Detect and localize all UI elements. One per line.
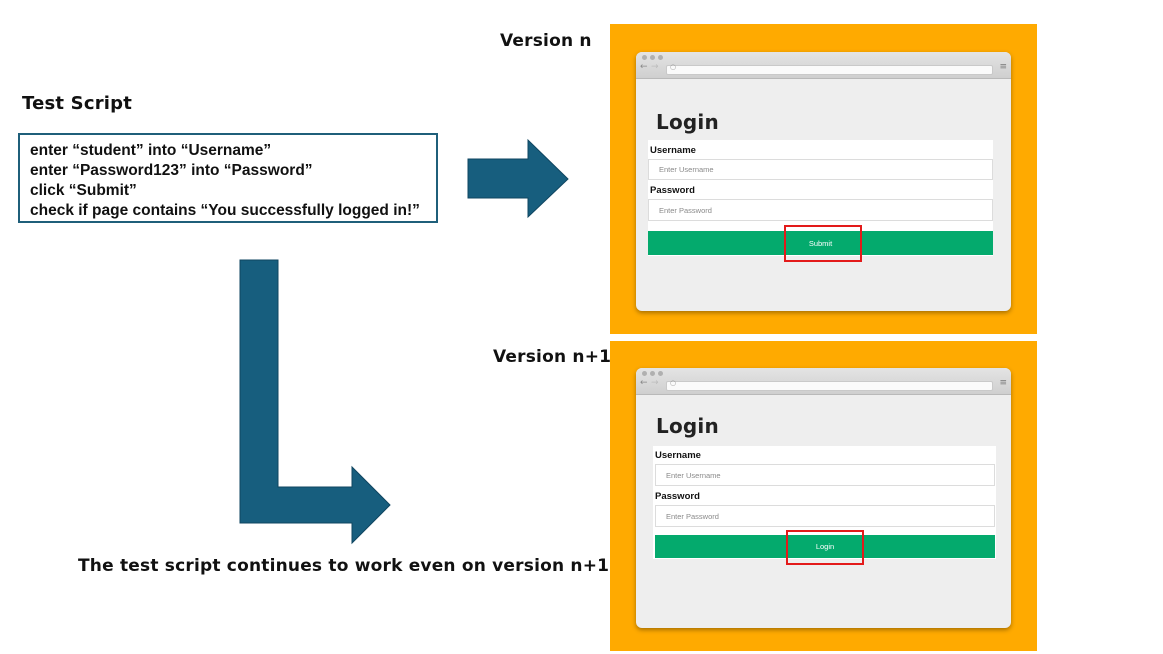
password-input[interactable]: Enter Password — [655, 505, 995, 527]
minimize-dot-icon[interactable] — [650, 371, 655, 376]
version-n1-browser-window: ← → ○ ≡ Login Username Enter Username Pa… — [636, 368, 1011, 628]
minimize-dot-icon[interactable] — [650, 55, 655, 60]
username-label: Username — [655, 450, 701, 461]
down-right-arrow — [239, 259, 391, 545]
caption: The test script continues to work even o… — [78, 556, 610, 576]
script-line-4: check if page contains “You successfully… — [30, 202, 420, 219]
page-icon: ○ — [670, 63, 677, 71]
window-controls[interactable] — [642, 371, 663, 376]
password-label: Password — [655, 491, 700, 502]
version-n-panel: ← → ○ ≡ Login Username Enter Username Pa… — [610, 24, 1037, 334]
browser-toolbar: ← → ○ ≡ — [636, 52, 1011, 79]
version-n1-label: Version n+1 — [493, 347, 612, 367]
login-heading: Login — [656, 110, 719, 134]
password-label: Password — [650, 185, 695, 196]
script-line-2: enter “Password123” into “Password” — [30, 162, 313, 179]
login-button[interactable]: Login — [655, 535, 995, 558]
back-arrow-icon[interactable]: ← — [640, 62, 648, 72]
maximize-dot-icon[interactable] — [658, 371, 663, 376]
version-n-browser-window: ← → ○ ≡ Login Username Enter Username Pa… — [636, 52, 1011, 311]
forward-arrow-icon[interactable]: → — [651, 378, 659, 388]
button-highlight-box — [786, 530, 864, 565]
test-script-box: enter “student” into “Username” enter “P… — [18, 133, 438, 223]
login-form: Username Enter Username Password Enter P… — [653, 446, 996, 559]
menu-icon[interactable]: ≡ — [999, 378, 1007, 388]
username-input[interactable]: Enter Username — [648, 159, 993, 180]
username-input[interactable]: Enter Username — [655, 464, 995, 486]
right-arrow — [467, 138, 569, 219]
script-line-1: enter “student” into “Username” — [30, 142, 272, 159]
script-line-3: click “Submit” — [30, 182, 137, 199]
submit-button[interactable]: Submit — [648, 231, 993, 255]
test-script-title: Test Script — [22, 93, 133, 114]
page-icon: ○ — [670, 379, 677, 387]
password-input[interactable]: Enter Password — [648, 199, 993, 221]
address-bar[interactable]: ○ — [666, 379, 993, 391]
username-label: Username — [650, 145, 696, 156]
forward-arrow-icon[interactable]: → — [651, 62, 659, 72]
window-controls[interactable] — [642, 55, 663, 60]
back-arrow-icon[interactable]: ← — [640, 378, 648, 388]
address-bar[interactable]: ○ — [666, 63, 993, 75]
close-dot-icon[interactable] — [642, 55, 647, 60]
button-highlight-box — [784, 225, 862, 262]
maximize-dot-icon[interactable] — [658, 55, 663, 60]
version-n1-panel: ← → ○ ≡ Login Username Enter Username Pa… — [610, 341, 1037, 651]
version-n-label: Version n — [500, 31, 592, 51]
login-heading: Login — [656, 414, 719, 438]
login-form: Username Enter Username Password Enter P… — [648, 140, 993, 256]
close-dot-icon[interactable] — [642, 371, 647, 376]
browser-toolbar: ← → ○ ≡ — [636, 368, 1011, 395]
menu-icon[interactable]: ≡ — [999, 62, 1007, 72]
